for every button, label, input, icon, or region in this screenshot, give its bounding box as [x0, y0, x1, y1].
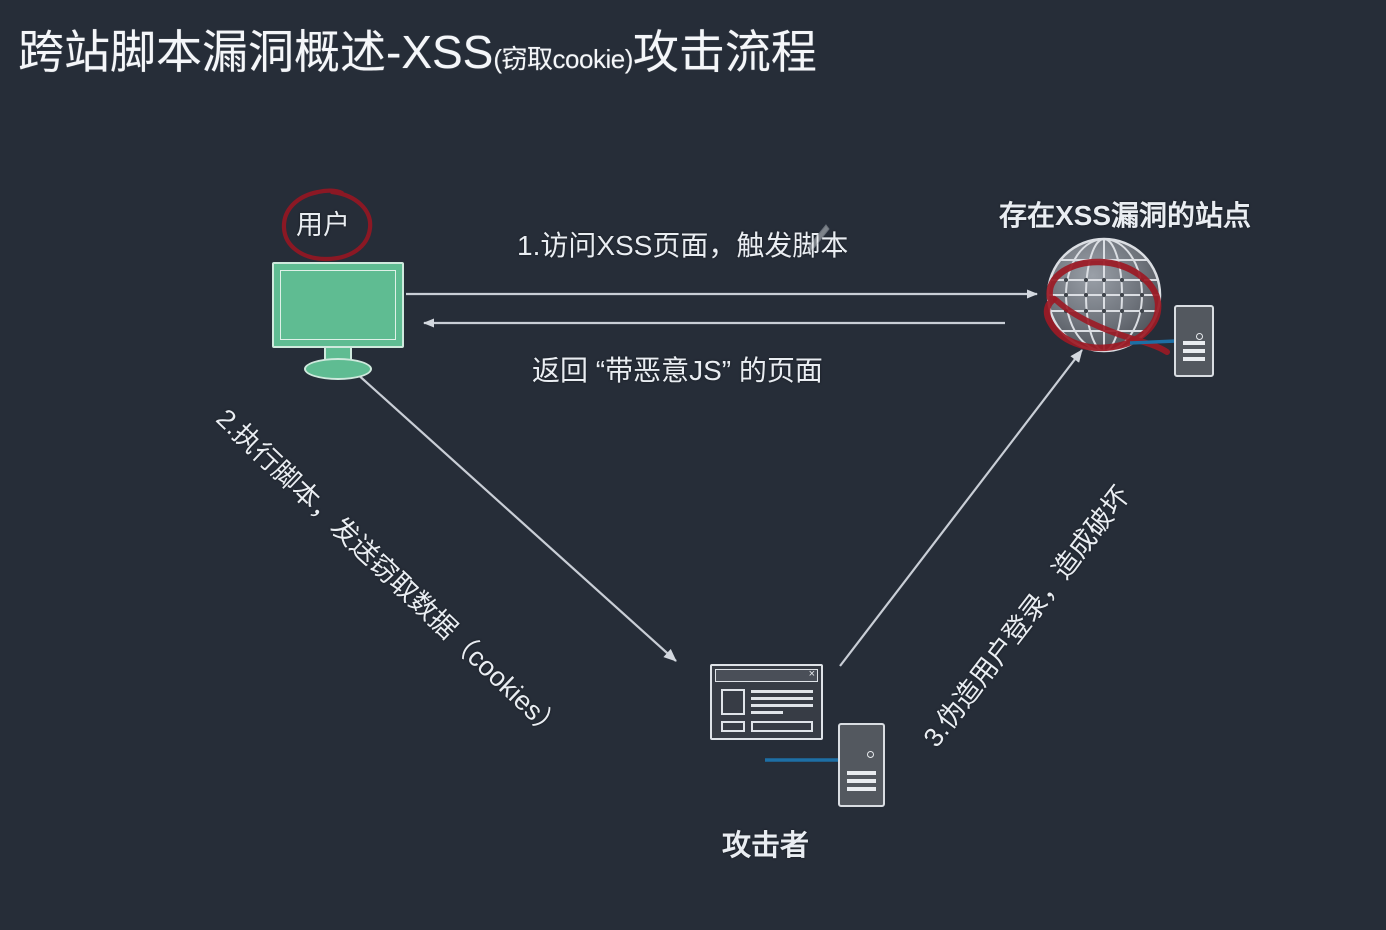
link-site-server [1129, 339, 1177, 345]
server-slot-bars [847, 771, 876, 793]
flow-label-step1: 1.访问XSS页面，触发脚本 [517, 230, 849, 261]
flow-label-step3: 3.伪造用户登录，造成破坏 [917, 480, 1136, 753]
server-slot-bars [1183, 341, 1205, 363]
browser-small-button [721, 721, 745, 732]
browser-titlebar: × [715, 668, 818, 682]
monitor-screen [272, 262, 404, 348]
globe-icon [1046, 237, 1162, 353]
server-tower-icon-attacker [838, 723, 885, 807]
server-power-dot [867, 751, 874, 758]
browser-text-line [751, 704, 813, 707]
node-label-attacker: 攻击者 [722, 830, 810, 862]
node-label-user: 用户 [296, 210, 350, 240]
server-tower-icon-site [1174, 305, 1214, 377]
node-label-site: 存在XSS漏洞的站点 [999, 200, 1252, 231]
page-title: 跨站脚本漏洞概述-XSS(窃取cookie)攻击流程 [18, 16, 1118, 82]
title-main-pre: 跨站脚本漏洞概述-XSS [18, 26, 494, 78]
close-icon[interactable]: × [808, 668, 815, 680]
flow-label-return: 返回 “带恶意JS” 的页面 [532, 355, 823, 386]
browser-text-line [751, 690, 813, 693]
server-power-dot [1196, 333, 1203, 340]
flow-label-step2: 2.执行脚本，发送窃取数据（cookies） [210, 403, 569, 745]
monitor-screen-inner [280, 270, 396, 340]
monitor-icon [272, 262, 404, 380]
flow-arrow-step2 [354, 371, 677, 662]
title-main-post: 攻击流程 [632, 26, 817, 78]
browser-thumbnail-block [721, 689, 745, 715]
browser-window-icon: × [710, 664, 823, 740]
title-parenthetical: (窃取cookie) [493, 44, 633, 74]
browser-wide-bar [751, 721, 813, 732]
browser-text-line [751, 697, 813, 700]
browser-text-line [751, 711, 783, 714]
monitor-stand-base [304, 358, 372, 380]
red-annotation-globe [1043, 258, 1170, 355]
